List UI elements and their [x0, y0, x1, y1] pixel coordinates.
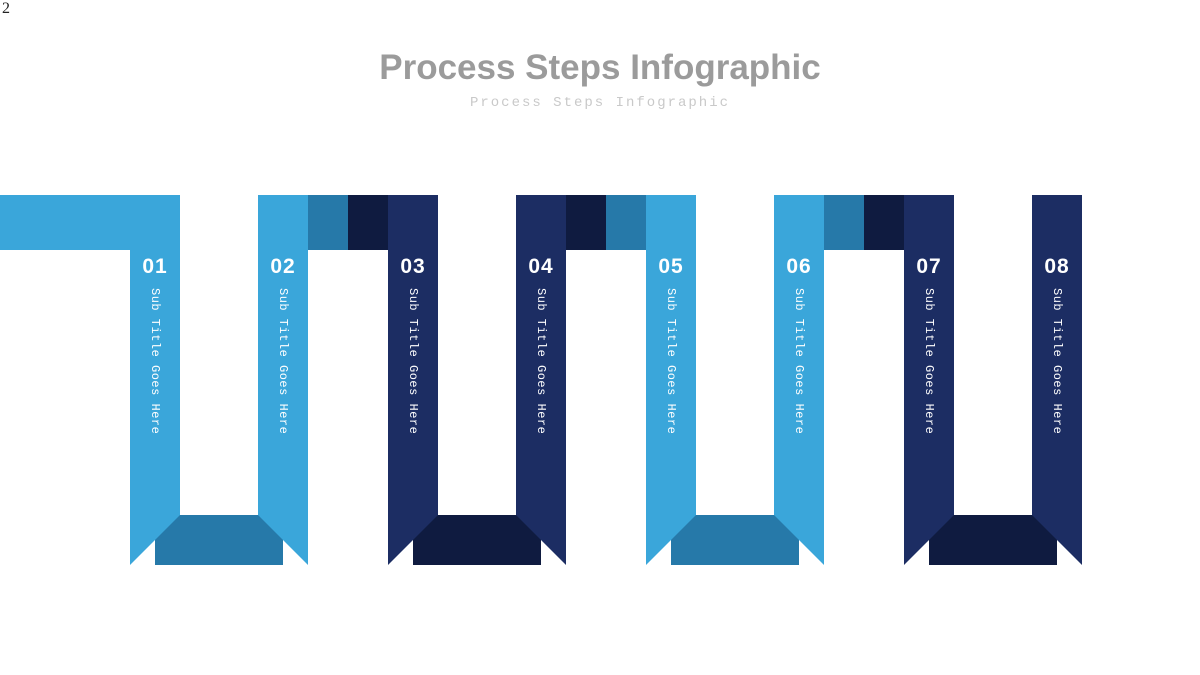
step-number: 01	[142, 255, 168, 278]
ribbon-strip-up	[1032, 195, 1082, 565]
ribbon-top-fold-left	[566, 195, 606, 250]
step-label: Sub Title Goes Here	[922, 288, 936, 435]
step-label: Sub Title Goes Here	[406, 288, 420, 435]
step-number: 06	[786, 255, 812, 278]
step-number: 03	[400, 255, 426, 278]
slide-title: Process Steps Infographic	[379, 48, 821, 87]
ribbon-top-fold-left	[308, 195, 348, 250]
step-label: Sub Title Goes Here	[1050, 288, 1064, 435]
ribbon-bottom-band	[155, 515, 283, 565]
ribbon-strip-down	[388, 195, 438, 565]
step-number: 02	[270, 255, 296, 278]
step-number: 05	[658, 255, 684, 278]
ribbon-strip-up	[516, 195, 566, 565]
page-number: 2	[2, 0, 10, 17]
step-number: 04	[528, 255, 554, 278]
ribbon-strip-down	[130, 195, 180, 565]
ribbon-strip-up	[258, 195, 308, 565]
ribbon-top-fold-right	[606, 195, 646, 250]
step-number: 08	[1044, 255, 1070, 278]
slide-subtitle: Process Steps Infographic	[469, 95, 731, 111]
ribbon-strip-down	[904, 195, 954, 565]
step-label: Sub Title Goes Here	[792, 288, 806, 435]
step-label: Sub Title Goes Here	[664, 288, 678, 435]
ribbon-strip-up	[774, 195, 824, 565]
ribbon-bottom-band	[413, 515, 541, 565]
step-label: Sub Title Goes Here	[276, 288, 290, 435]
ribbon-top-fold-right	[864, 195, 904, 250]
step-label: Sub Title Goes Here	[534, 288, 548, 435]
ribbon-entry-band	[0, 195, 130, 250]
ribbon-top-fold-left	[824, 195, 864, 250]
ribbon-bottom-band	[929, 515, 1057, 565]
ribbon-top-fold-right	[348, 195, 388, 250]
step-label: Sub Title Goes Here	[148, 288, 162, 435]
slide-header: Process Steps Infographic Process Steps …	[0, 48, 1200, 111]
ribbon-bottom-band	[671, 515, 799, 565]
ribbon-strip-down	[646, 195, 696, 565]
step-number: 07	[916, 255, 942, 278]
